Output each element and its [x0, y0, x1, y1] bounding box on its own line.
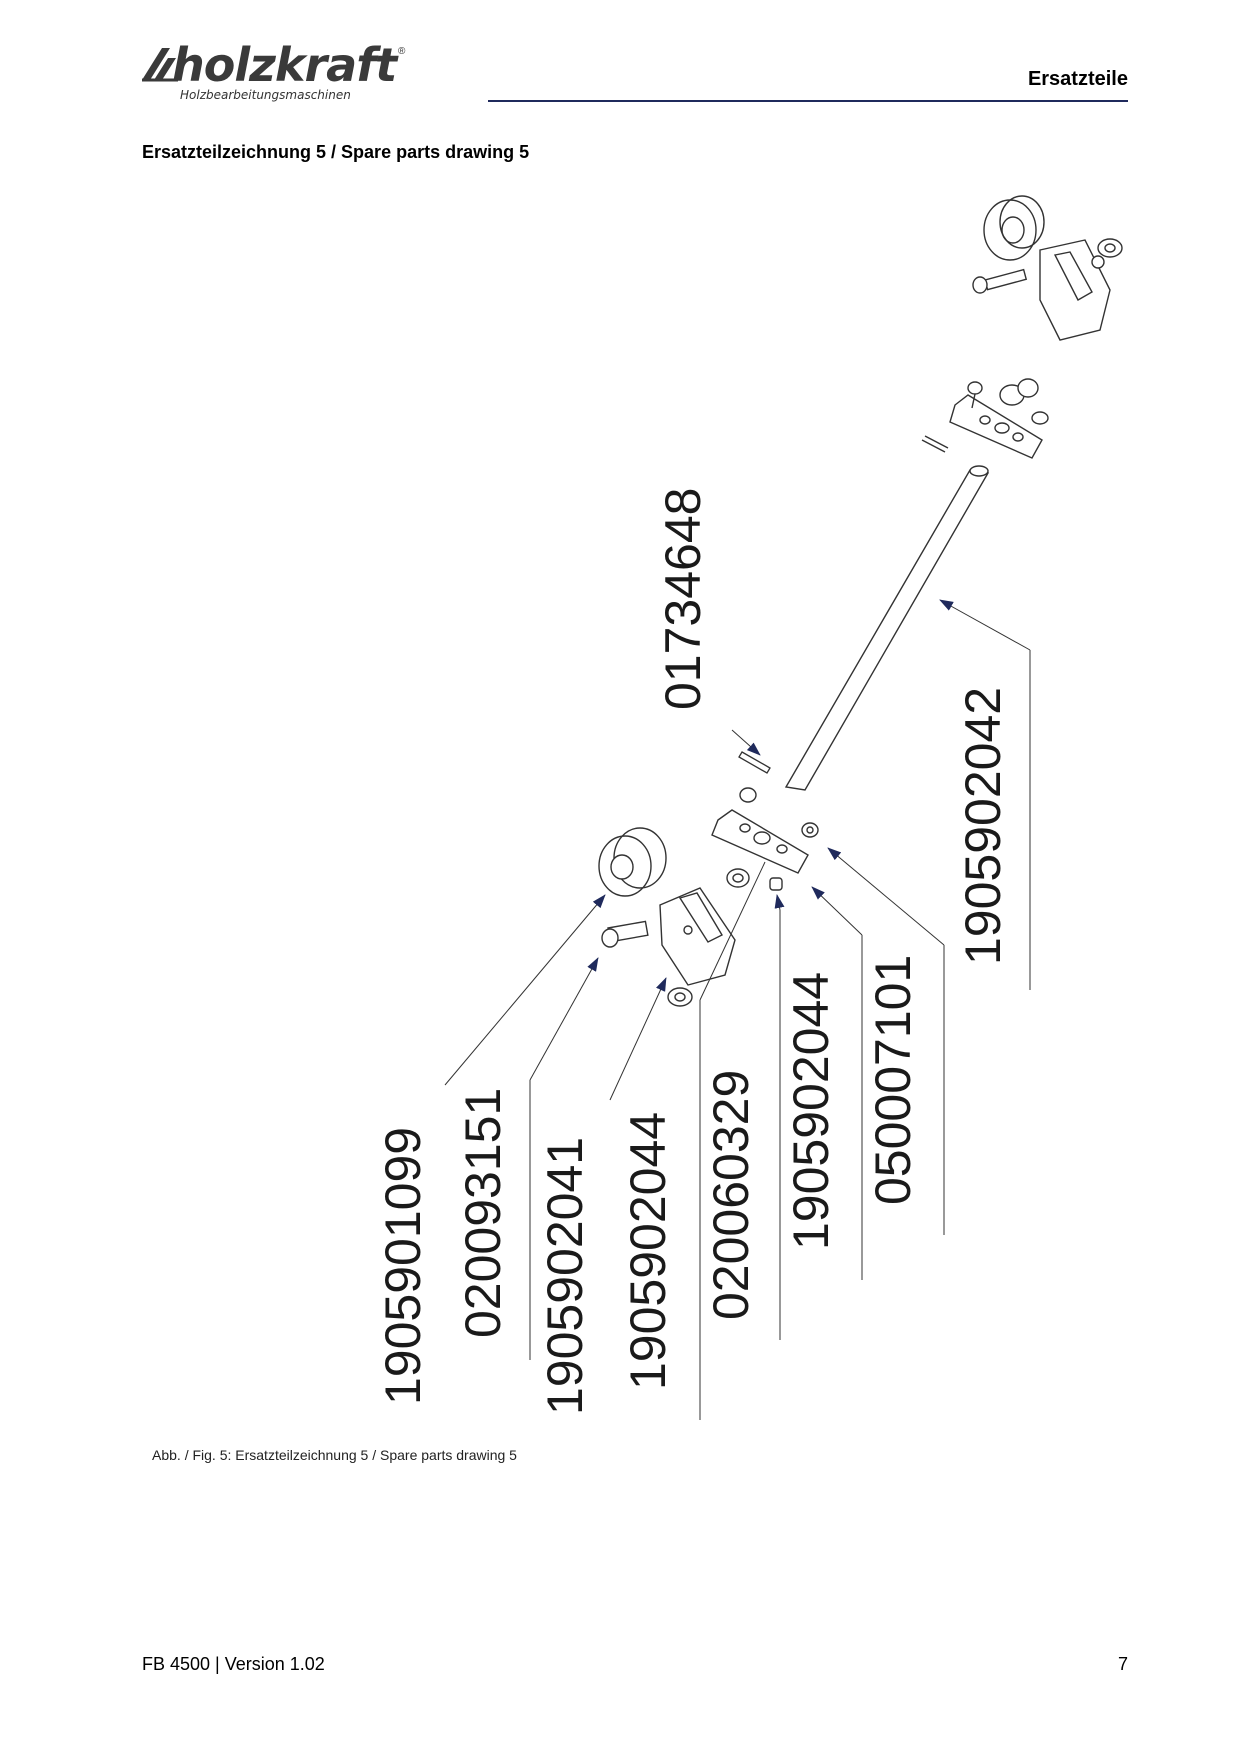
- lower-bracket-1905902044: [601, 887, 736, 1007]
- part-number-050007101: 050007101: [865, 955, 921, 1205]
- leader-1905902044b: [811, 886, 863, 936]
- part-number-1905901099: 1905901099: [375, 1127, 431, 1405]
- leader-050007101: [827, 847, 945, 946]
- part-number-1905902044b: 1905902044: [783, 972, 839, 1250]
- part-number-1905902041: 1905902041: [537, 1137, 593, 1415]
- page-heading: Ersatzteilzeichnung 5 / Spare parts draw…: [142, 142, 530, 162]
- leader-020060329: [774, 894, 785, 911]
- lower-plate: [711, 787, 819, 891]
- leader-1905901099: [444, 894, 606, 1086]
- header-rule: [488, 100, 1128, 102]
- lower-wheel-1905901099: [598, 827, 667, 897]
- upper-bracket: [1039, 239, 1111, 341]
- part-number-020060329: 020060329: [703, 1070, 759, 1320]
- leader-020093151: [529, 957, 599, 1081]
- logo-wordmark: holzkraft: [172, 38, 397, 92]
- logo-registered-mark: ®: [398, 46, 406, 57]
- figure-caption: Abb. / Fig. 5: Ersatzteilzeichnung 5 / S…: [152, 1447, 517, 1463]
- holzkraft-logo: holzkraft ® Holzbearbeitungsmaschinen: [140, 38, 420, 106]
- leader-1905902044a: [699, 861, 766, 1001]
- leader-01734648: [731, 729, 761, 756]
- logo-tagline: Holzbearbeitungsmaschinen: [180, 88, 351, 102]
- part-number-1905902042: 1905902042: [955, 687, 1011, 965]
- leader-lines: [444, 599, 1031, 1420]
- shaft-1905902042: [784, 465, 990, 791]
- upper-plate: [921, 378, 1049, 459]
- pin-01734648: [738, 751, 771, 774]
- leader-1905902042: [939, 599, 1031, 651]
- footer-page-number: 7: [1117, 1654, 1128, 1674]
- footer-document-version: FB 4500 | Version 1.02: [142, 1654, 325, 1674]
- part-number-01734648: 01734648: [655, 488, 711, 710]
- upper-wheel-assembly: [972, 195, 1123, 341]
- leader-1905902041: [609, 977, 667, 1101]
- part-number-020093151: 020093151: [455, 1088, 511, 1338]
- part-number-1905902044a: 1905902044: [620, 1112, 676, 1390]
- section-title: Ersatzteile: [1027, 68, 1128, 90]
- logo-mark-icon: [142, 48, 178, 82]
